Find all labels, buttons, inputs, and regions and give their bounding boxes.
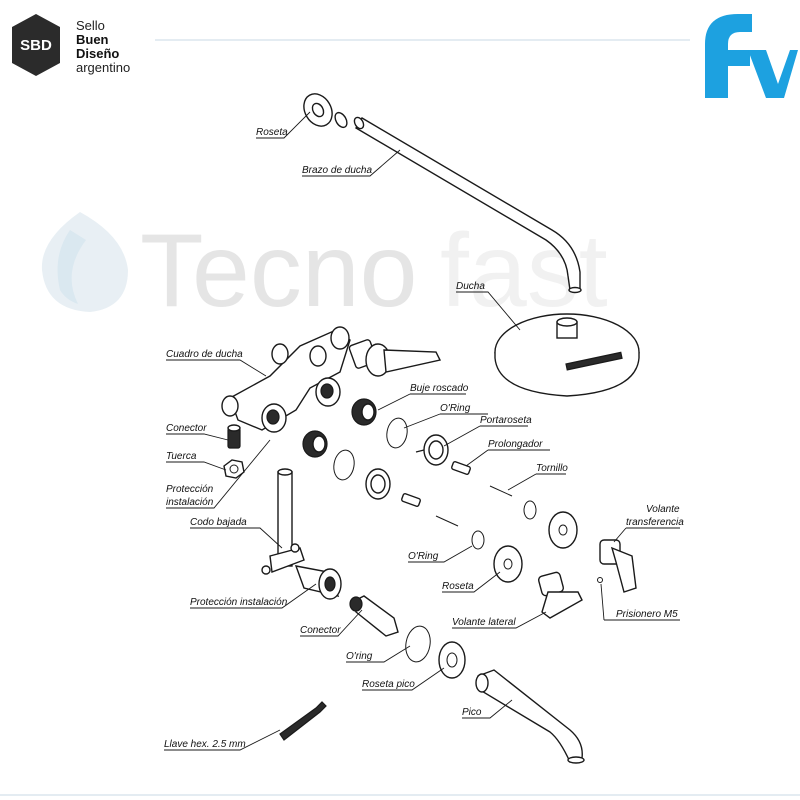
roseta-pico-part <box>438 641 466 679</box>
oring-3-part <box>405 625 431 663</box>
sbd-hexagon-icon <box>12 14 60 76</box>
label-portaroseta: Portaroseta <box>480 415 532 426</box>
fv-logo <box>705 14 798 98</box>
label-brazo-ducha: Brazo de ducha <box>302 165 372 176</box>
prolongador-2-part <box>401 493 421 507</box>
label-proteccion-1b: instalación <box>166 497 214 508</box>
watermark-word-main: Tecno <box>140 213 418 329</box>
label-pico: Pico <box>462 707 482 718</box>
label-prisionero: Prisionero M5 <box>616 609 678 620</box>
sbd-line-2: Buen <box>76 32 109 47</box>
conector-1-part <box>227 424 241 449</box>
portaroseta-2-part <box>365 468 391 500</box>
prolongador-part <box>451 461 471 475</box>
conector-2-part <box>349 595 399 637</box>
label-volante-transferencia-a: Volante <box>646 504 680 515</box>
portaroseta-part <box>415 434 449 466</box>
oring-2-part <box>471 530 485 550</box>
label-prolongador: Prolongador <box>488 439 543 450</box>
oring-1-part <box>386 417 408 449</box>
watermark-drop-icon <box>41 212 128 312</box>
cuadro-ducha-part <box>221 326 442 433</box>
buje-roscado-part <box>351 398 377 426</box>
sbd-line-1: Sello <box>76 18 105 33</box>
buje-roscado-2-part <box>302 430 328 458</box>
label-llave-hex: Llave hex. 2.5 mm <box>164 739 246 750</box>
label-tuerca: Tuerca <box>166 451 197 462</box>
label-buje-roscado: Buje roscado <box>410 383 469 394</box>
watermark-drop-highlight <box>57 230 86 304</box>
oring-small-part <box>523 500 537 520</box>
label-codo-bajada: Codo bajada <box>190 517 247 528</box>
fv-v-icon <box>748 50 798 98</box>
pico-part <box>475 669 585 764</box>
roseta-top-part <box>303 93 348 129</box>
sbd-logo: SBD Sello Buen Diseño argentino <box>12 14 130 76</box>
watermark-word-light: fast <box>440 213 608 329</box>
label-ducha: Ducha <box>456 281 485 292</box>
label-roseta-mid: Roseta <box>442 581 474 592</box>
label-oring-1: O'Ring <box>440 403 471 414</box>
oring-1b-part <box>333 449 355 481</box>
leader-lines <box>164 111 680 751</box>
label-proteccion-1a: Protección <box>166 484 214 495</box>
volante-transferencia-part <box>599 539 637 593</box>
roseta-disc-1-part <box>548 511 578 549</box>
roseta-disc-2-part <box>493 545 523 583</box>
label-volante-lateral: Volante lateral <box>452 617 516 628</box>
label-volante-transferencia-b: transferencia <box>626 517 684 528</box>
volante-lateral-part <box>537 571 583 619</box>
tornillo-2-part <box>435 515 459 527</box>
tornillo-part <box>489 485 513 497</box>
label-conector-1: Conector <box>166 423 207 434</box>
label-oring-3: O'ring <box>346 651 373 662</box>
callout-labels: Roseta Brazo de ducha Ducha Cuadro de du… <box>164 127 684 750</box>
label-proteccion-2: Protección instalación <box>190 597 288 608</box>
label-roseta-top: Roseta <box>256 127 288 138</box>
brazo-ducha-part <box>353 116 582 294</box>
sbd-badge-text: SBD <box>20 37 52 54</box>
label-conector-2: Conector <box>300 625 341 636</box>
label-tornillo: Tornillo <box>536 463 568 474</box>
fv-f-icon <box>705 14 752 98</box>
label-roseta-pico: Roseta pico <box>362 679 415 690</box>
llave-hex-part <box>279 701 327 741</box>
codo-bajada-part <box>261 468 305 575</box>
watermark: Tecno fast <box>41 212 608 329</box>
prisionero-part <box>597 577 603 583</box>
proteccion-instalacion-part <box>294 565 342 600</box>
sbd-line-4: argentino <box>76 60 130 75</box>
label-oring-2: O'Ring <box>408 551 439 562</box>
label-cuadro-ducha: Cuadro de ducha <box>166 349 243 360</box>
ducha-part <box>494 313 640 397</box>
sbd-line-3: Diseño <box>76 46 119 61</box>
